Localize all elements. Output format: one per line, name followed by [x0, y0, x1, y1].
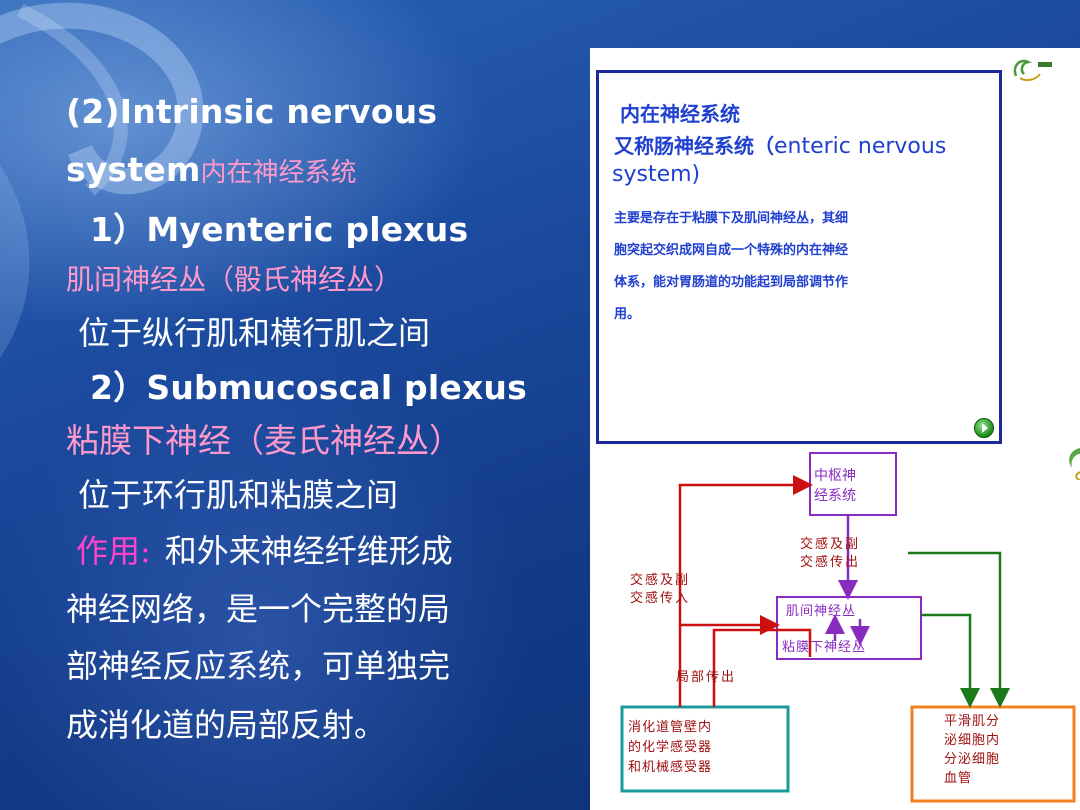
afferent-arrow-to-cns [678, 475, 813, 707]
item1-desc: 位于纵行肌和横行肌之间 [78, 314, 431, 352]
sym-in-line1: 交感及副 [630, 573, 691, 588]
effector-line4: 血管 [944, 771, 973, 786]
item1-zh: 肌间神经丛（骰氏神经丛） [66, 263, 403, 296]
heading-zh: 内在神经系统 [200, 158, 357, 188]
cns-label-line2: 经系统 [814, 488, 856, 504]
receptor-line3: 和机械感受器 [628, 760, 713, 775]
submucosal-label: 粘膜下神经丛 [782, 640, 867, 655]
heading-en-line2: system [66, 150, 201, 189]
cns-label: 中枢神经系统 [814, 466, 856, 506]
panel-body-2: 胞突起交织成网自成一个特殊的内在神经 [614, 243, 849, 258]
heading-line2: system内在神经系统 [66, 150, 357, 189]
plexus-arrow-to-effector [921, 613, 980, 708]
myenteric-label: 肌间神经丛 [786, 604, 857, 619]
item2-desc: 位于环行肌和粘膜之间 [78, 476, 399, 514]
background-swirl-decoration [0, 2, 204, 358]
enteric-info-box [596, 70, 1002, 444]
sym-in-label: 交感及副交感传入 [630, 572, 690, 608]
effector-label: 平滑肌分泌细胞内分泌细胞血管 [944, 712, 1000, 788]
left-text-column: (2)Intrinsic nervous system内在神经系统 1）Myen… [66, 92, 527, 744]
item2-zh: 粘膜下神经（麦氏神经丛） [66, 421, 462, 460]
effector-line1: 平滑肌分 [944, 714, 1001, 729]
reflex-flow-diagram [620, 452, 1076, 803]
receptor-box [620, 705, 790, 793]
effector-box [910, 705, 1076, 803]
effector-line3: 分泌细胞 [944, 752, 1001, 767]
item2-en: 2）Submucoscal plexus [90, 368, 527, 407]
item1-en: 1）Myenteric plexus [90, 210, 469, 249]
panel-title-2-en: enteric nervous [774, 134, 947, 159]
function-text-4: 成消化道的局部反射。 [66, 706, 387, 744]
function-label: 作用: [76, 532, 151, 570]
receptor-label: 消化道管壁内的化学感受器和机械感受器 [628, 718, 712, 778]
receptor-line2: 的化学感受器 [628, 740, 713, 755]
panel-title-1: 内在神经系统 [620, 102, 740, 126]
panel-title-2-zh: 又称肠神经系统（ [614, 134, 774, 158]
local-out-label: 局部传出 [676, 670, 737, 685]
sym-out-line1: 交感及副 [800, 537, 861, 552]
panel-body-1: 主要是存在于粘膜下及肌间神经丛，其细 [614, 211, 849, 226]
panel-body-4: 用。 [614, 307, 641, 322]
partial-logo-icon [1069, 448, 1080, 480]
local-out-arrow [712, 628, 812, 707]
heading-en-line1: (2)Intrinsic nervous [66, 92, 438, 131]
efferent-arrow-to-effector [908, 551, 1010, 708]
function-line1: 作用: 和外来神经纤维形成 [76, 526, 453, 572]
function-text-1: 和外来神经纤维形成 [164, 532, 453, 570]
function-text-2: 神经网络，是一个完整的局 [66, 590, 451, 628]
function-text-3: 部神经反应系统，可单独完 [66, 647, 451, 685]
panel-title-2: 又称肠神经系统（enteric nervous [614, 130, 946, 159]
sym-out-label: 交感及副交感传出 [800, 536, 860, 572]
effector-line2: 泌细胞内 [944, 733, 1001, 748]
cns-label-line1: 中枢神 [814, 468, 856, 484]
play-icon[interactable] [974, 418, 994, 438]
receptor-line1: 消化道管壁内 [628, 720, 713, 735]
panel-body-3: 体系，能对胃肠道的功能起到局部调节作 [614, 275, 849, 290]
panel-title-3: system) [612, 162, 701, 187]
sym-out-line2: 交感传出 [800, 555, 861, 570]
sym-in-line2: 交感传入 [630, 591, 691, 606]
logo-icon [1013, 59, 1052, 82]
